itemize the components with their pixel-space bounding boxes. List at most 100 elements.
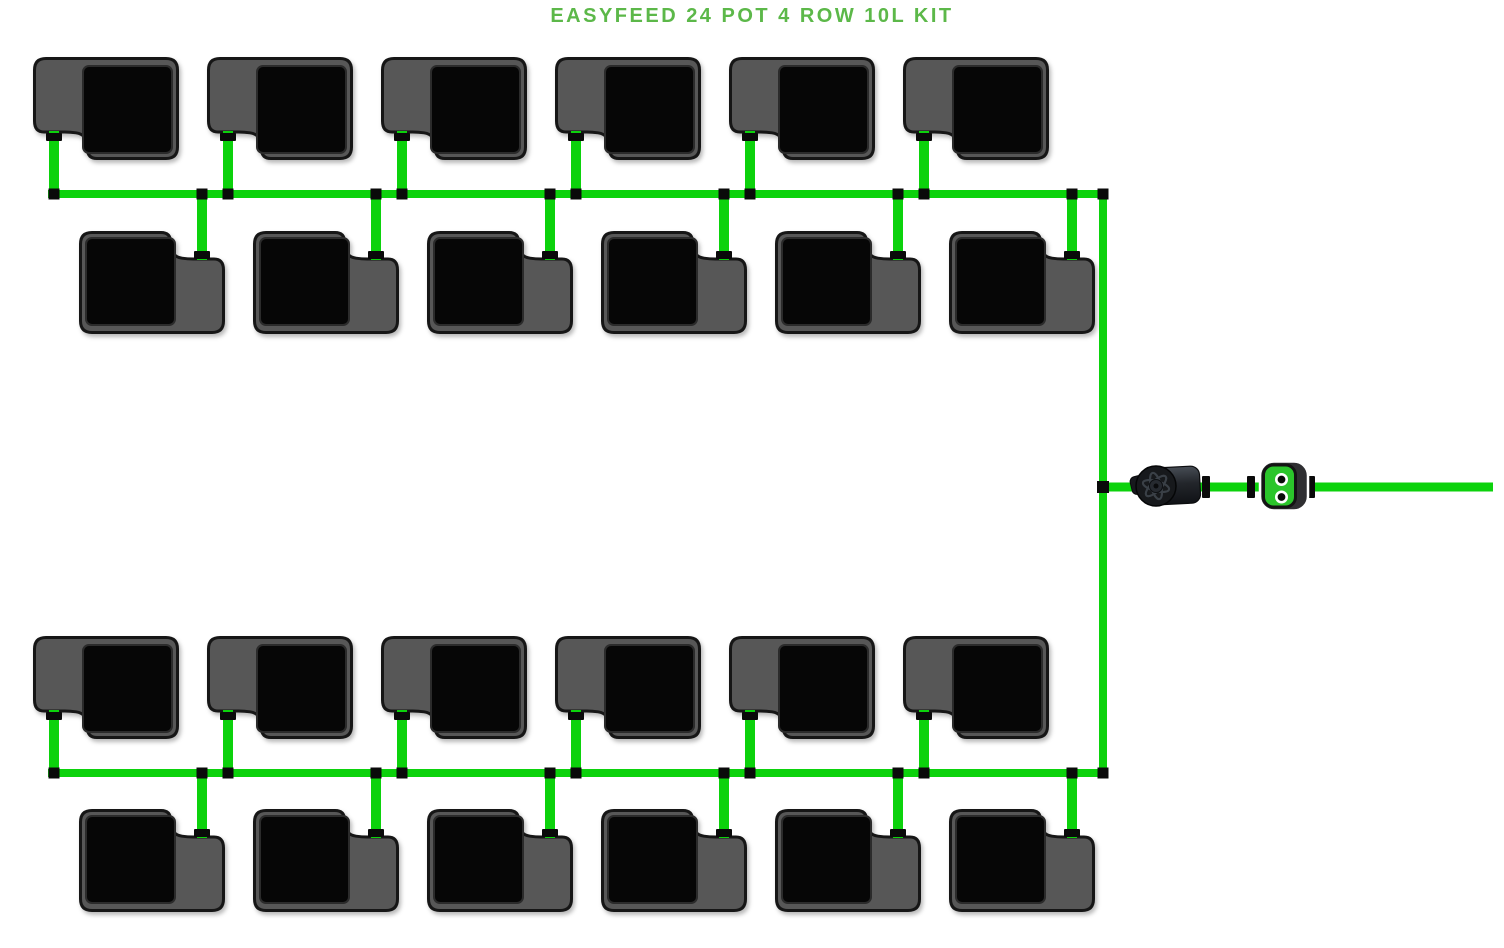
pot-row-4-6: [949, 809, 1095, 912]
connector-port-top: [1275, 472, 1289, 486]
pot-row-3-1: [33, 636, 179, 739]
pot-connector-row-2-3: [542, 251, 558, 259]
drip-tube-row-4-2: [371, 769, 381, 838]
tee-junction: [1066, 767, 1078, 779]
pots-layer: [33, 57, 1095, 912]
drip-tube-row-2-4: [719, 190, 729, 260]
drip-tube-row-2-5: [893, 190, 903, 260]
tee-junction: [918, 767, 930, 779]
corner-junction: [1097, 767, 1109, 779]
pot-opening: [256, 65, 347, 154]
tee-junction: [744, 767, 756, 779]
pot-row-3-6: [903, 636, 1049, 739]
pot-connector-row-4-5: [890, 829, 906, 837]
tee-junction: [570, 188, 582, 200]
drip-tube-row-1-6: [919, 131, 929, 198]
pot-opening: [430, 644, 521, 733]
pot-opening: [259, 237, 350, 326]
pot-connector-row-2-6: [1064, 251, 1080, 259]
pot-opening: [82, 644, 173, 733]
tee-junction: [196, 767, 208, 779]
pot-row-2-5: [775, 231, 921, 334]
drip-tube-row-3-6: [919, 710, 929, 777]
pot-connector-row-3-6: [916, 712, 932, 720]
drip-tube-row-1-2: [223, 131, 233, 198]
drip-tube-row-4-1: [197, 769, 207, 838]
pot-row-4-4: [601, 809, 747, 912]
pot-row-1-2: [207, 57, 353, 160]
tee-junction: [396, 188, 408, 200]
inline-coupling: [1247, 476, 1255, 498]
pot-opening: [259, 815, 350, 904]
tee-junction: [918, 188, 930, 200]
drip-tube-row-3-4: [571, 710, 581, 777]
pot-row-2-6: [949, 231, 1095, 334]
drip-tube-row-2-1: [197, 190, 207, 260]
tee-junction: [370, 188, 382, 200]
pot-opening: [430, 65, 521, 154]
pot-row-4-5: [775, 809, 921, 912]
feed-tee-junction: [1097, 481, 1109, 493]
pot-opening: [82, 65, 173, 154]
connector-port-bottom: [1275, 490, 1289, 504]
pot-opening: [955, 815, 1046, 904]
pot-connector-row-4-3: [542, 829, 558, 837]
pot-opening: [778, 65, 869, 154]
pot-opening: [85, 237, 176, 326]
tee-junction: [892, 767, 904, 779]
pot-row-3-2: [207, 636, 353, 739]
dual-outlet-connector-icon: [1258, 460, 1310, 512]
pot-opening: [256, 644, 347, 733]
drip-tube-row-4-4: [719, 769, 729, 838]
tee-junction: [744, 188, 756, 200]
pot-connector-row-1-3: [394, 133, 410, 141]
pot-row-2-1: [79, 231, 225, 334]
pot-opening: [604, 65, 695, 154]
drip-tube-row-4-3: [545, 769, 555, 838]
pot-connector-row-3-5: [742, 712, 758, 720]
drip-tube-row-1-5: [745, 131, 755, 198]
drip-tube-row-3-2: [223, 710, 233, 777]
pot-row-1-6: [903, 57, 1049, 160]
tee-junction: [718, 188, 730, 200]
drip-tube-row-2-3: [545, 190, 555, 260]
tee-junction: [370, 767, 382, 779]
pot-connector-row-4-2: [368, 829, 384, 837]
tee-junction: [718, 767, 730, 779]
pot-row-3-5: [729, 636, 875, 739]
tee-junction: [1066, 188, 1078, 200]
pot-opening: [952, 644, 1043, 733]
pot-row-4-2: [253, 809, 399, 912]
pot-opening: [607, 237, 698, 326]
pot-connector-row-4-6: [1064, 829, 1080, 837]
tee-junction: [222, 767, 234, 779]
pot-connector-row-2-2: [368, 251, 384, 259]
corner-junction: [1097, 188, 1109, 200]
pot-connector-row-2-5: [890, 251, 906, 259]
drip-tube-row-1-3: [397, 131, 407, 198]
pot-opening: [955, 237, 1046, 326]
tee-junction: [570, 767, 582, 779]
pot-connector-row-2-4: [716, 251, 732, 259]
drip-tube-row-4-6: [1067, 769, 1077, 838]
drip-tube-row-2-6: [1067, 190, 1077, 260]
pot-connector-row-1-5: [742, 133, 758, 141]
drip-tube-row-3-1: [49, 710, 59, 777]
pot-connector-row-1-6: [916, 133, 932, 141]
pot-connector-row-1-4: [568, 133, 584, 141]
tee-junction: [544, 767, 556, 779]
tee-junction: [48, 767, 60, 779]
fittings-layer: [46, 133, 1315, 837]
kit-title: EASYFEED 24 POT 4 ROW 10L KIT: [550, 5, 954, 27]
inline-pump-icon: [1129, 465, 1202, 507]
tee-junction: [396, 767, 408, 779]
pot-connector-row-4-1: [194, 829, 210, 837]
pot-row-2-3: [427, 231, 573, 334]
drip-tube-row-3-5: [745, 710, 755, 777]
tee-junction: [544, 188, 556, 200]
pot-row-4-3: [427, 809, 573, 912]
inline-coupling: [1202, 476, 1210, 498]
pot-opening: [778, 644, 869, 733]
pot-opening: [607, 815, 698, 904]
